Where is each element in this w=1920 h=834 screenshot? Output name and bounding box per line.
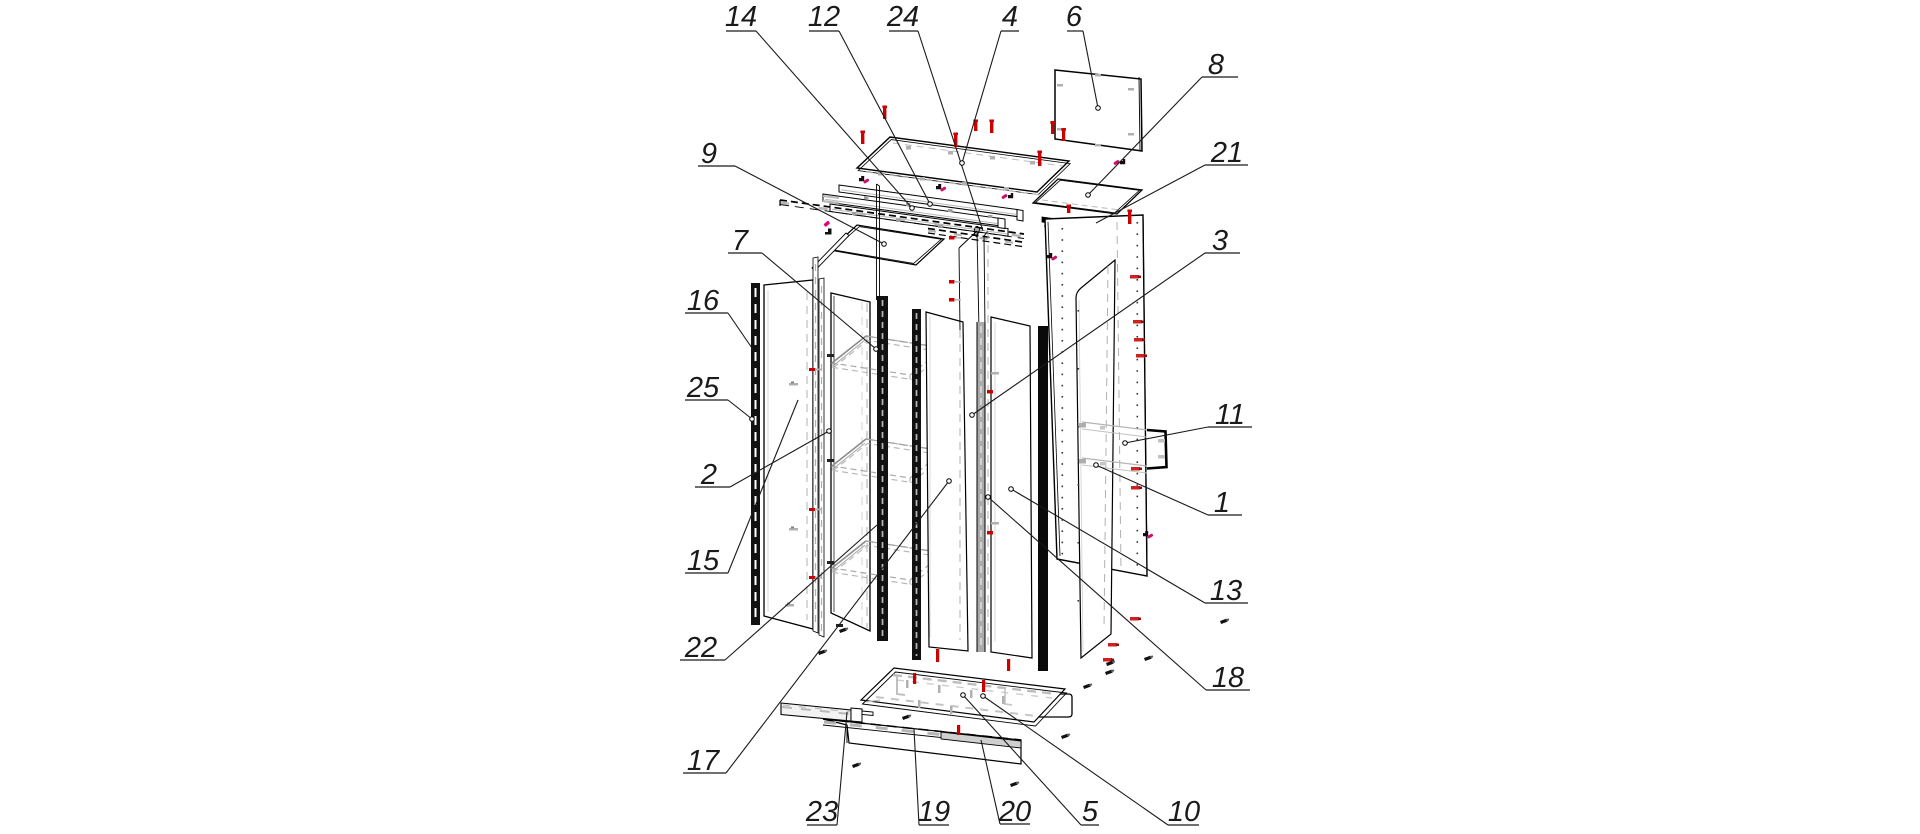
svg-text:14: 14 [725, 1, 757, 33]
svg-text:19: 19 [918, 796, 950, 828]
svg-text:20: 20 [998, 796, 1031, 828]
svg-text:12: 12 [808, 1, 840, 33]
svg-text:21: 21 [1210, 137, 1243, 169]
svg-text:18: 18 [1212, 662, 1244, 694]
svg-text:13: 13 [1210, 575, 1242, 607]
svg-text:16: 16 [687, 285, 720, 317]
svg-text:11: 11 [1215, 399, 1245, 431]
svg-text:25: 25 [686, 372, 720, 404]
svg-text:7: 7 [732, 225, 750, 257]
svg-text:9: 9 [701, 138, 717, 170]
svg-text:22: 22 [684, 632, 717, 664]
svg-text:10: 10 [1168, 796, 1200, 828]
svg-text:4: 4 [1002, 1, 1018, 33]
svg-text:24: 24 [886, 1, 919, 33]
svg-text:5: 5 [1082, 796, 1099, 828]
svg-text:15: 15 [687, 545, 720, 577]
svg-text:3: 3 [1212, 225, 1228, 257]
svg-text:23: 23 [805, 796, 838, 828]
svg-text:6: 6 [1066, 1, 1083, 33]
svg-text:1: 1 [1214, 487, 1230, 519]
svg-text:2: 2 [700, 459, 717, 491]
svg-text:17: 17 [687, 745, 721, 777]
svg-text:8: 8 [1208, 49, 1224, 81]
